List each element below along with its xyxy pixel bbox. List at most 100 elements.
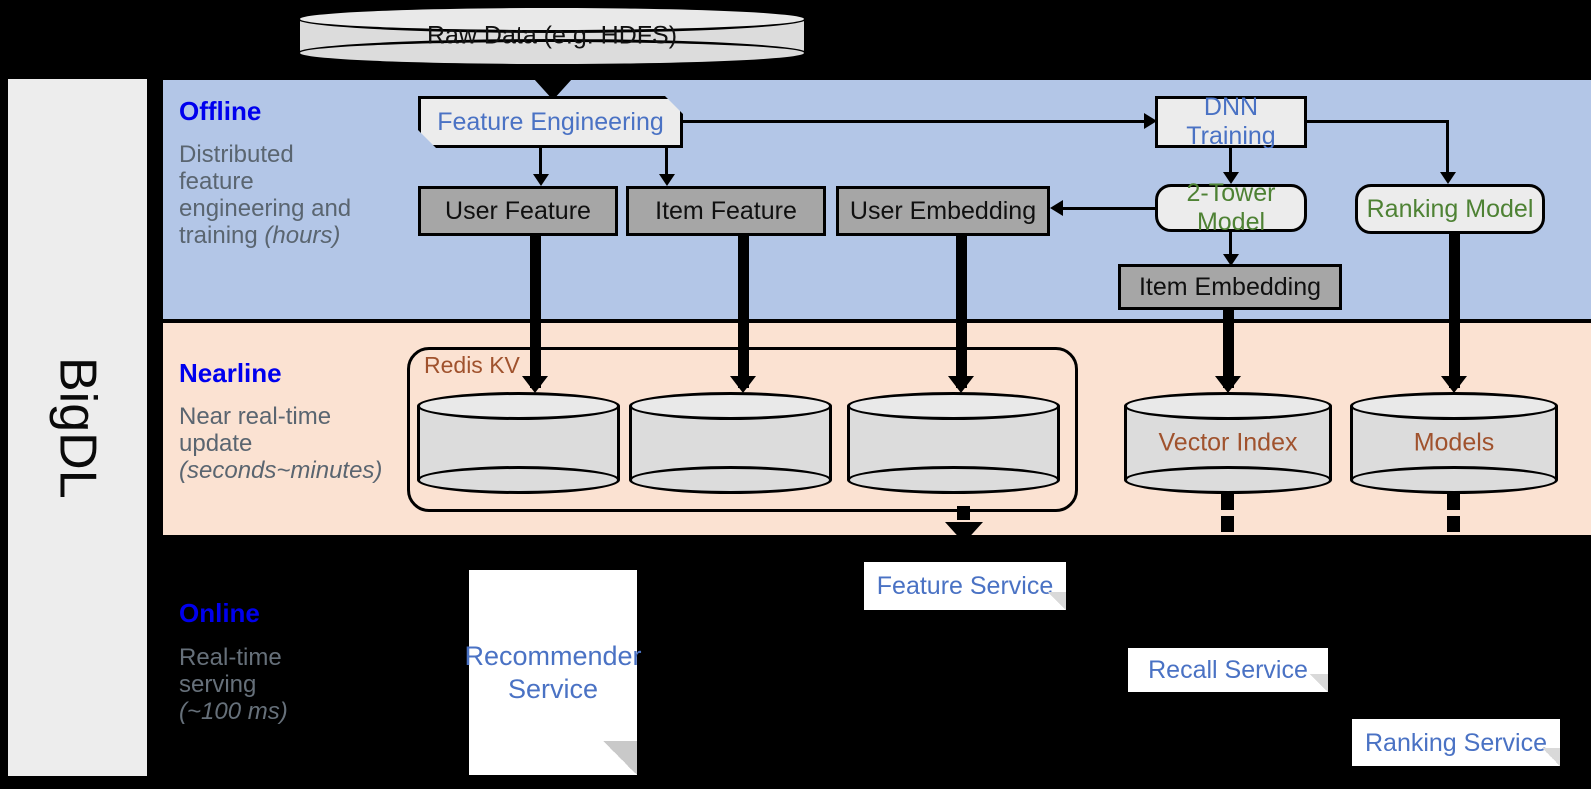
nearline-sub-l2: update <box>179 429 253 457</box>
nearline-sub-italic: (seconds~minutes) <box>179 456 383 484</box>
arrow-fe-to-dnn-line <box>683 120 1148 123</box>
band-online-title: Online <box>179 598 260 628</box>
band-offline-subtitle: Distributed feature engineering and trai… <box>179 141 394 250</box>
offline-sub-l3: engineering and <box>179 194 352 222</box>
arrow-fe-to-itemfeature-line <box>665 148 668 180</box>
vector-index-label: Vector Index <box>1158 428 1298 457</box>
cylinder-bottom <box>629 466 832 494</box>
conn-rankingmodel-head <box>1441 376 1467 393</box>
dash-vectorindex-2 <box>1221 516 1234 532</box>
page-fold-icon <box>1542 748 1560 766</box>
raw-data-cylinder: Raw Data (e.g. HDFS) <box>297 5 807 67</box>
arrow-redis-to-featureservice-head <box>945 522 983 543</box>
nearline-sub-l1: Near real-time <box>179 403 332 430</box>
node-item-feature[interactable]: Item Feature <box>626 186 826 236</box>
node-ranking-model-label: Ranking Model <box>1366 194 1534 223</box>
band-online-subtitle: Real-time serving (~100 ms) <box>179 644 409 726</box>
node-feature-engineering-label: Feature Engineering <box>437 107 664 136</box>
recommender-service-line2: Service <box>507 673 599 704</box>
node-user-feature-label: User Feature <box>445 196 591 225</box>
node-feature-engineering[interactable]: Feature Engineering <box>418 96 683 148</box>
arrow-fe-to-userfeature-line <box>539 148 542 180</box>
dash-models-2 <box>1447 516 1460 532</box>
node-dnn-training[interactable]: DNN Training <box>1155 96 1307 148</box>
band-nearline-title: Nearline <box>179 358 282 388</box>
redis-kv-label: Redis KV <box>424 352 520 378</box>
node-2-tower-model-label: 2-Tower Model <box>1186 179 1276 236</box>
conn-userembedding-head <box>948 376 974 393</box>
conn-userfeature-head <box>522 376 548 393</box>
node-user-embedding[interactable]: User Embedding <box>836 186 1050 236</box>
cylinder-bottom <box>1350 466 1558 494</box>
arrow-dnn-to-ranking-head <box>1440 172 1456 184</box>
arrow-rawdata-to-fe-head <box>534 79 572 100</box>
arrow-dnn-to-ranking-v <box>1446 120 1449 178</box>
sidebar-label: BigDL <box>48 356 107 499</box>
band-nearline-subtitle: Near real-time update (seconds~minutes) <box>179 403 414 485</box>
arrow-twotower-to-itememb-head <box>1223 254 1239 266</box>
conn-itemfeature-to-store <box>738 236 749 388</box>
arrow-dnn-to-ranking-h <box>1307 120 1449 123</box>
conn-userfeature-to-store <box>530 236 541 388</box>
cylinder-bottom <box>1124 466 1332 494</box>
arrow-rawdata-to-fe-line <box>549 64 558 86</box>
node-ranking-service[interactable]: Ranking Service <box>1352 719 1560 766</box>
page-fold-icon <box>1310 674 1328 692</box>
arrow-fe-to-dnn-head <box>1144 113 1157 129</box>
raw-data-label: Raw Data (e.g. HDFS) <box>426 21 678 50</box>
node-recommender-service[interactable]: Recommender Service <box>464 570 642 775</box>
cylinder-top <box>629 392 832 420</box>
dash-vectorindex-1 <box>1221 494 1234 510</box>
models-label: Models <box>1413 428 1495 457</box>
arrow-dnn-to-twotower-line <box>1229 148 1232 178</box>
offline-sub-italic: (hours) <box>264 221 341 249</box>
cylinder-top <box>1124 392 1332 420</box>
conn-itemfeature-head <box>730 376 756 393</box>
band-offline-title: Offline <box>179 96 262 126</box>
vector-index-cylinder: Vector Index <box>1124 392 1332 494</box>
online-sub-l1: Real-time <box>179 644 282 671</box>
arrow-dnn-to-twotower-head <box>1223 172 1239 184</box>
conn-rankingmodel-to-models <box>1449 234 1460 388</box>
online-sub-l2: serving <box>179 670 257 698</box>
node-user-embedding-label: User Embedding <box>849 196 1037 225</box>
node-item-embedding[interactable]: Item Embedding <box>1118 264 1342 310</box>
conn-userembedding-to-store <box>956 236 967 388</box>
cylinder-top <box>847 392 1060 420</box>
arrow-fe-to-itemfeature-head <box>659 174 675 186</box>
node-item-feature-label: Item Feature <box>655 196 797 225</box>
page-fold-icon <box>603 741 637 775</box>
cylinder-top <box>1350 392 1558 420</box>
recommender-service-line1: Recommender <box>464 641 642 672</box>
cylinder-top <box>417 392 620 420</box>
store-user-feature-cylinder <box>417 392 620 494</box>
node-feature-service[interactable]: Feature Service <box>864 562 1066 610</box>
arrow-twotower-to-itememb-line <box>1229 232 1232 260</box>
recall-service-label: Recall Service <box>1148 656 1308 684</box>
node-2-tower-model[interactable]: 2-Tower Model <box>1155 179 1307 236</box>
ranking-service-label: Ranking Service <box>1364 728 1548 757</box>
node-recall-service[interactable]: Recall Service <box>1128 648 1328 692</box>
conn-itememb-to-vectorindex <box>1223 310 1234 388</box>
online-sub-italic: (~100 ms) <box>179 697 288 725</box>
group-redis-kv <box>407 347 1078 512</box>
page-fold-icon <box>1048 592 1066 610</box>
arrow-twotower-to-userembedding-line <box>1062 207 1157 210</box>
node-ranking-model[interactable]: Ranking Model <box>1355 184 1545 234</box>
models-cylinder: Models <box>1350 392 1558 494</box>
node-user-feature[interactable]: User Feature <box>418 186 618 236</box>
cylinder-top <box>297 5 807 33</box>
arrow-twotower-to-userembedding-head <box>1050 200 1063 216</box>
offline-sub-l4: training <box>179 221 265 249</box>
offline-sub-l1: Distributed <box>179 141 294 168</box>
offline-sub-l2: feature <box>179 167 254 195</box>
conn-itememb-head <box>1215 376 1241 393</box>
cylinder-bottom <box>847 466 1060 494</box>
feature-service-label: Feature Service <box>876 572 1054 600</box>
sidebar-bigdl: BigDL <box>5 76 150 779</box>
store-item-feature-cylinder <box>629 392 832 494</box>
dash-redis-to-featureservice <box>957 506 970 520</box>
arrow-fe-to-userfeature-head <box>533 174 549 186</box>
node-dnn-training-label: DNN Training <box>1186 93 1276 150</box>
